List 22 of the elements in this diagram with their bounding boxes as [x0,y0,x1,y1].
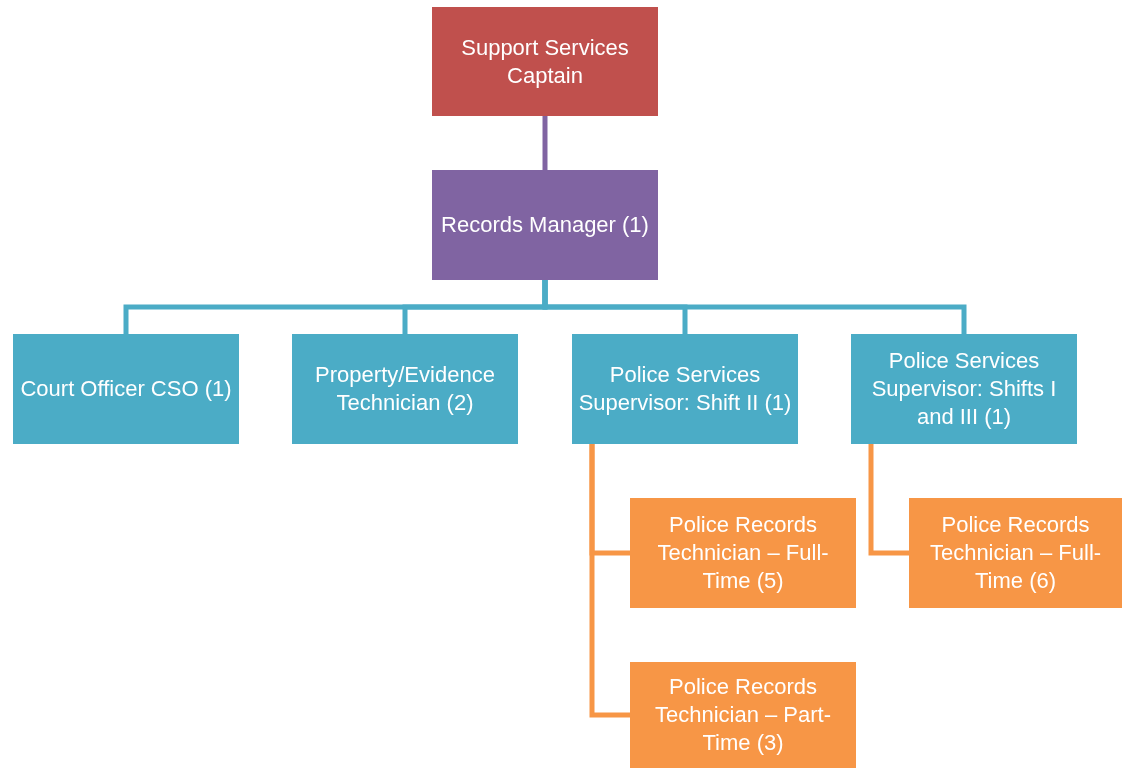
role-box [851,334,1077,444]
connector-line [589,444,630,718]
role-box [292,334,518,444]
connector-line [542,280,967,334]
connector-line [868,444,909,556]
role-title: Records Manager (1) [441,211,649,239]
role-title: Support Services Captain [460,33,630,90]
connector-line [542,116,548,170]
role-title: Police Records Technician – Part-Time (3) [653,673,833,757]
role-box [432,170,658,280]
role-title: Police Records Technician – Full-Time (5) [656,511,830,595]
role-box [572,334,798,444]
role-title: Police Records Technician – Full-Time (6) [928,511,1103,595]
role-title: Police Services Supervisor: Shifts I and III (1) [870,347,1058,431]
role-title: Court Officer CSO (1) [20,375,232,403]
role-title: Police Services Supervisor: Shift II (1) [577,361,793,417]
role-box [909,498,1122,608]
role-box [630,662,856,768]
role-box [13,334,239,444]
role-box [630,498,856,608]
role-title: Property/Evidence Technician (2) [314,361,496,417]
role-box [432,7,658,116]
